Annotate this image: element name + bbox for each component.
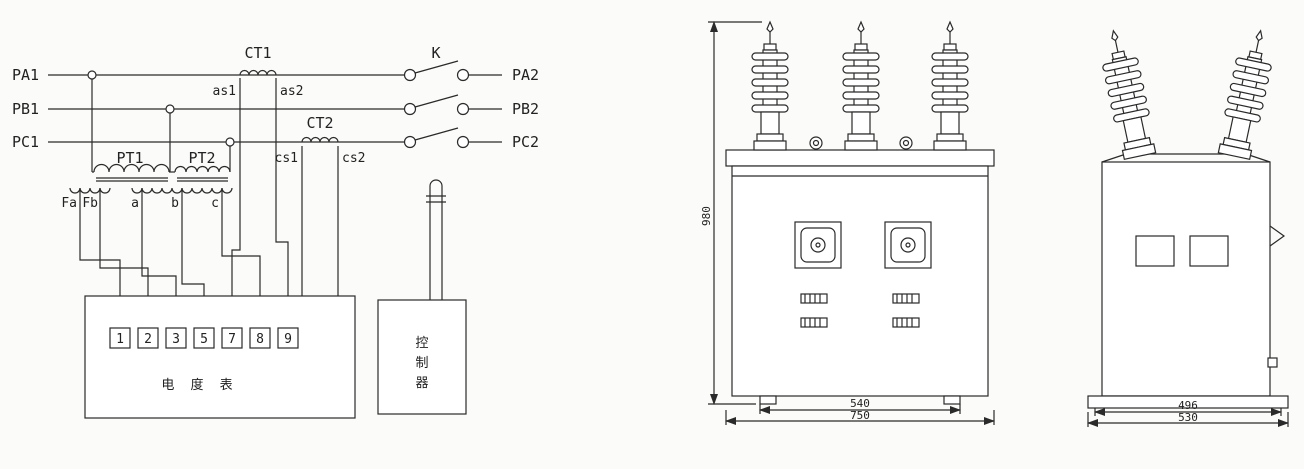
front-feet <box>759 395 961 405</box>
controller-label-char-1: 控 <box>415 336 428 351</box>
meter-terminal-3: 3 <box>172 332 180 347</box>
meter-terminal-1: 1 <box>116 332 124 347</box>
side-knob <box>1267 357 1278 368</box>
controller-label-char-3: 器 <box>415 376 428 391</box>
side-bushing-right <box>1215 26 1279 161</box>
front-dim-width-inner: 540 <box>850 397 870 410</box>
lifting-lugs <box>809 136 913 150</box>
front-top-plate <box>725 149 995 167</box>
ct2-terminal-cs1: cs1 <box>275 151 298 166</box>
pt-terminal-fa: Fa <box>61 196 77 211</box>
meter-terminal-2: 2 <box>144 332 152 347</box>
meter-terminal-7: 7 <box>228 332 236 347</box>
meter-terminal-9: 9 <box>284 332 292 347</box>
energy-meter-box: 1 2 3 5 7 8 9 电 度 表 <box>84 295 356 419</box>
ct2-terminal-cs2: cs2 <box>342 151 365 166</box>
front-dimensions: 980 540 750 <box>700 21 995 425</box>
front-window-left <box>794 221 842 269</box>
controller-box: 控 制 器 <box>377 299 467 415</box>
side-view-drawing: 496 530 <box>1087 26 1289 427</box>
side-dim-width-outer: 530 <box>1178 411 1198 424</box>
ct2-label: CT2 <box>306 114 333 132</box>
front-dim-width-outer: 750 <box>850 409 870 422</box>
front-bushing-middle <box>842 21 880 151</box>
meter-label: 电 度 表 <box>161 377 238 393</box>
phase-in-label-pa1: PA1 <box>12 66 39 84</box>
side-dim-width-inner: 496 <box>1178 399 1198 412</box>
side-window-right <box>1189 235 1229 267</box>
side-bracket <box>1269 225 1286 247</box>
phase-in-label-pb1: PB1 <box>12 100 39 118</box>
front-window-right <box>884 221 932 269</box>
side-window-left <box>1135 235 1175 267</box>
current-transformer-ct2: CT2 cs1 cs2 <box>275 114 366 166</box>
phase-out-label-pc2: PC2 <box>512 133 539 151</box>
switch-label: K <box>431 44 440 62</box>
pt2-label: PT2 <box>188 149 215 167</box>
ct1-terminal-as2: as2 <box>280 84 303 99</box>
potential-transformers: PT1 PT2 Fa Fb a b c <box>61 149 233 211</box>
front-dim-height: 980 <box>700 206 713 226</box>
side-bushing-left <box>1095 26 1159 161</box>
pt-terminal-a: a <box>131 196 139 211</box>
wiring-schematic: PA1 PB1 PC1 CT1 as1 as2 CT2 cs1 cs2 K <box>12 44 539 419</box>
side-tank-body <box>1101 161 1271 397</box>
front-bushing-right <box>931 21 969 151</box>
ct1-label: CT1 <box>244 44 271 62</box>
controller-label-char-2: 制 <box>415 356 428 371</box>
front-tank-body <box>731 165 989 397</box>
phase-in-label-pc1: PC1 <box>12 133 39 151</box>
pt-terminal-c: c <box>211 196 219 211</box>
front-vent-strips <box>800 293 920 328</box>
front-view-drawing: 980 540 750 <box>700 21 995 425</box>
current-transformer-ct1: CT1 as1 as2 <box>213 44 304 99</box>
pt-terminal-b: b <box>171 196 179 211</box>
side-dimensions: 496 530 <box>1087 399 1289 427</box>
pt-primary-taps <box>87 70 235 172</box>
meter-terminal-8: 8 <box>256 332 264 347</box>
phase-out-label-pb2: PB2 <box>512 100 539 118</box>
switch-group-k: K <box>403 44 502 149</box>
phase-out-label-pa2: PA2 <box>512 66 539 84</box>
meter-terminal-5: 5 <box>200 332 208 347</box>
front-bushing-left <box>751 21 789 151</box>
pt-terminal-fb: Fb <box>82 196 98 211</box>
pt1-label: PT1 <box>116 149 143 167</box>
ct1-terminal-as1: as1 <box>213 84 236 99</box>
controller-leads <box>426 179 446 300</box>
secondary-wiring <box>79 78 339 328</box>
